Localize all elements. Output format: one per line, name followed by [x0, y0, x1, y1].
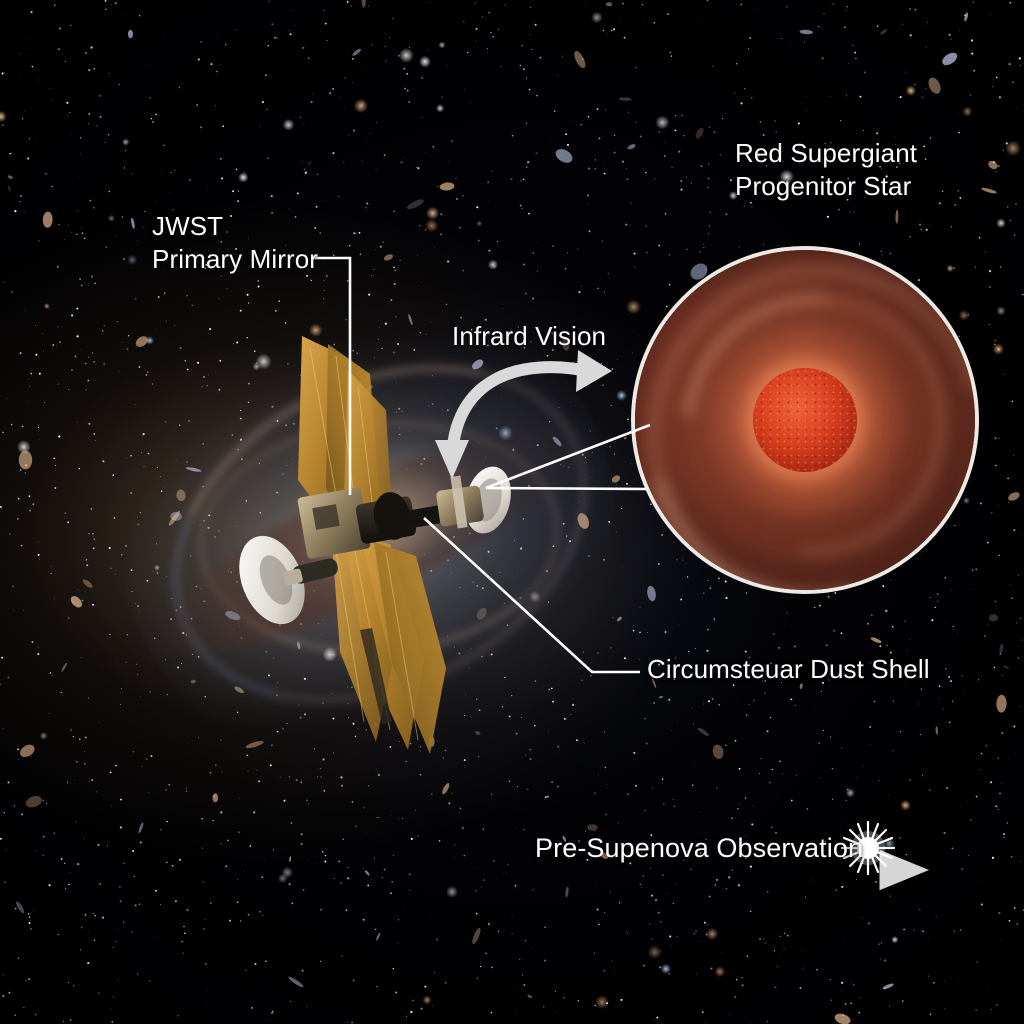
label-red-supergiant-progenitor: Red Supergiant Progenitor Star	[735, 137, 917, 203]
label-line-2: Progenitor Star	[735, 171, 912, 201]
star-granulation	[753, 368, 857, 472]
label-line-1: Red Supergiant	[735, 138, 918, 168]
label-jwst-primary-mirror: JWST Primary Mirror	[152, 210, 318, 276]
red-supergiant-star	[753, 368, 857, 472]
label-line-2: Primary Mirror	[152, 244, 319, 274]
label-infrared-vision: Infrard Vision	[452, 321, 607, 351]
label-pre-supernova-observation: Pre-Supenova Observation	[535, 833, 864, 863]
label-circumstellar-dust-shell: Circumsteuar Dust Shell	[647, 654, 930, 684]
red-supergiant-magnifier-inset[interactable]	[631, 246, 979, 594]
label-line-1: JWST	[152, 211, 224, 241]
